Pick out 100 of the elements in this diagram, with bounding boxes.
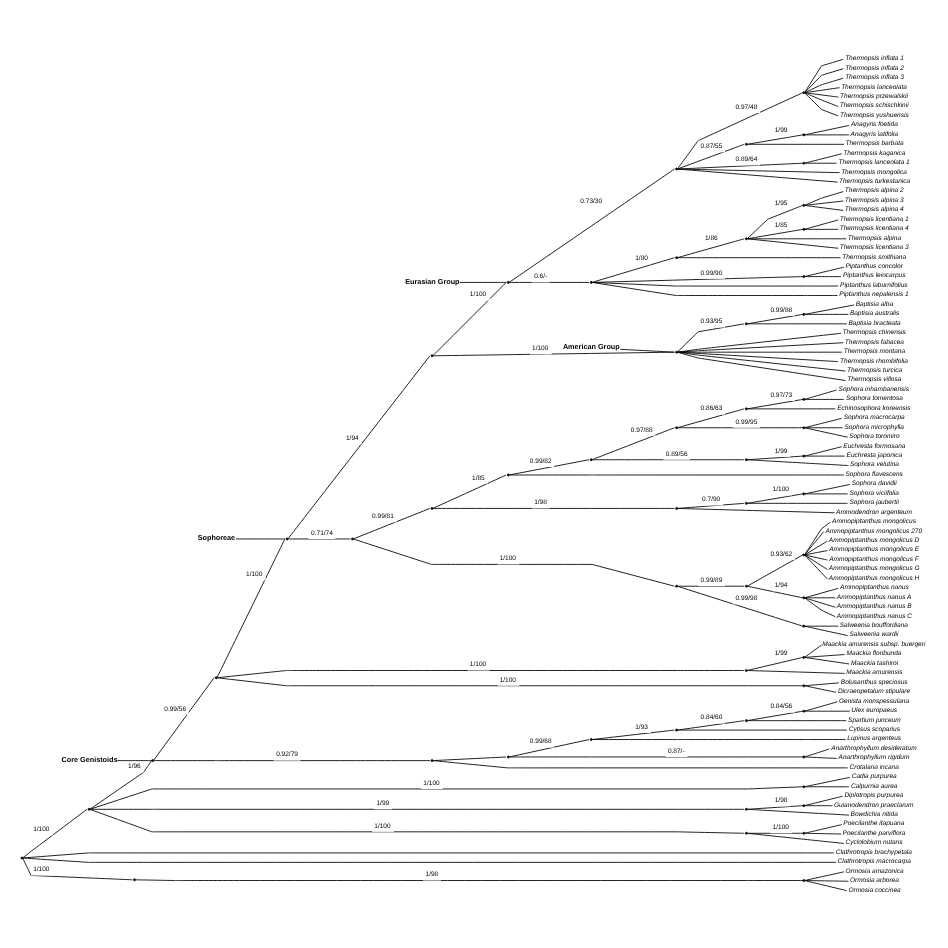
connector bbox=[590, 458, 744, 460]
connector bbox=[746, 656, 803, 670]
connector bbox=[152, 676, 214, 760]
connector bbox=[676, 256, 840, 258]
connector bbox=[803, 133, 849, 135]
connector bbox=[508, 473, 844, 475]
connector bbox=[803, 416, 842, 428]
connector bbox=[803, 684, 836, 692]
connector bbox=[508, 738, 589, 757]
connector bbox=[746, 312, 803, 324]
connector bbox=[803, 554, 827, 579]
connector bbox=[676, 331, 841, 352]
connector bbox=[215, 676, 803, 686]
connector bbox=[803, 596, 835, 617]
node-point bbox=[429, 758, 433, 762]
connector bbox=[746, 407, 835, 409]
node-point bbox=[429, 506, 433, 509]
connector bbox=[746, 454, 803, 460]
node-point bbox=[801, 453, 805, 457]
connector bbox=[431, 280, 506, 355]
node-point bbox=[801, 425, 805, 429]
node-point bbox=[801, 311, 805, 315]
connector bbox=[803, 823, 842, 833]
node-point bbox=[801, 708, 805, 712]
connector bbox=[803, 388, 837, 399]
connector bbox=[803, 265, 844, 276]
node-point bbox=[132, 877, 135, 881]
connector bbox=[746, 237, 846, 239]
connector bbox=[803, 879, 847, 891]
connector bbox=[21, 851, 834, 858]
node-point bbox=[801, 754, 805, 758]
connector bbox=[21, 857, 132, 880]
connector bbox=[286, 537, 350, 539]
connector bbox=[803, 91, 838, 116]
connector bbox=[676, 426, 803, 428]
node-point bbox=[801, 878, 805, 881]
node-point bbox=[150, 758, 154, 762]
node-point bbox=[744, 830, 747, 834]
connector bbox=[803, 553, 827, 569]
connector bbox=[803, 831, 841, 834]
connector bbox=[746, 804, 803, 809]
connector bbox=[152, 759, 430, 761]
node-point bbox=[505, 472, 509, 476]
connector bbox=[803, 218, 838, 229]
connector bbox=[676, 584, 803, 626]
connector bbox=[746, 133, 803, 144]
connector bbox=[803, 656, 849, 664]
connector bbox=[746, 719, 846, 721]
node-point bbox=[744, 583, 747, 587]
connector bbox=[676, 161, 803, 169]
connector bbox=[431, 350, 674, 356]
connector bbox=[746, 322, 847, 324]
connector bbox=[803, 426, 848, 437]
node-point bbox=[744, 141, 747, 145]
connector bbox=[746, 227, 803, 239]
connector bbox=[803, 879, 848, 881]
connector bbox=[352, 537, 674, 586]
connector bbox=[746, 807, 849, 815]
connector bbox=[803, 57, 843, 92]
connector bbox=[803, 643, 821, 657]
connector bbox=[803, 227, 838, 229]
node-point bbox=[86, 806, 90, 810]
connector bbox=[803, 700, 837, 711]
connector bbox=[803, 91, 838, 97]
node-point bbox=[801, 491, 805, 495]
connector bbox=[676, 350, 845, 371]
connector bbox=[803, 785, 849, 787]
connector bbox=[803, 454, 845, 456]
node-point bbox=[801, 683, 805, 687]
node-point bbox=[674, 166, 678, 170]
connector bbox=[803, 755, 837, 758]
node-point bbox=[801, 132, 805, 136]
connector bbox=[676, 584, 744, 586]
connector bbox=[676, 341, 843, 352]
connector bbox=[803, 275, 841, 277]
connector bbox=[746, 501, 848, 503]
connector bbox=[803, 553, 827, 560]
connector bbox=[676, 728, 847, 730]
connector bbox=[431, 507, 674, 508]
connector bbox=[803, 483, 850, 494]
connector bbox=[676, 501, 744, 508]
connector bbox=[803, 204, 843, 210]
node-point bbox=[801, 160, 805, 164]
node-point bbox=[801, 623, 805, 627]
connector bbox=[508, 755, 803, 757]
node-point bbox=[674, 349, 678, 353]
connector bbox=[803, 445, 842, 456]
connector bbox=[803, 586, 838, 598]
node-point bbox=[744, 500, 747, 504]
node-point bbox=[744, 321, 747, 325]
connector bbox=[803, 520, 830, 554]
connector bbox=[803, 747, 829, 757]
connector bbox=[803, 124, 849, 135]
connector bbox=[803, 804, 832, 806]
connector bbox=[803, 76, 843, 92]
node-point bbox=[801, 803, 805, 807]
node-point bbox=[801, 830, 805, 834]
connector bbox=[803, 152, 842, 163]
connector bbox=[803, 596, 835, 607]
connector bbox=[508, 280, 589, 282]
